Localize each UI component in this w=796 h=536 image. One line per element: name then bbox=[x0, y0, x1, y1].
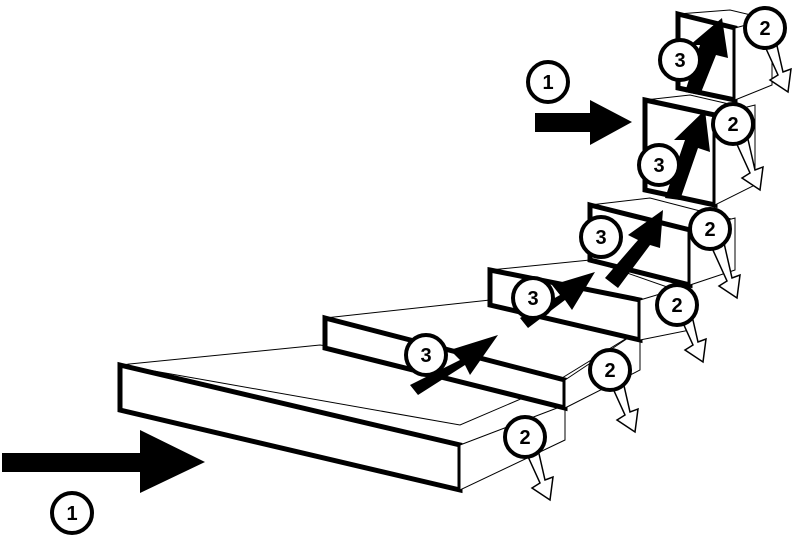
numbered-circle-icon: 1 bbox=[526, 60, 570, 104]
hollow-down-arrow-icon bbox=[733, 133, 764, 192]
label-3: 3 bbox=[674, 50, 685, 72]
numbered-circle-icon: 3 bbox=[404, 333, 448, 377]
numbered-circle-icon: 3 bbox=[511, 276, 555, 320]
label-3: 3 bbox=[420, 345, 431, 367]
numbered-circle-icon: 2 bbox=[711, 102, 755, 146]
numbered-circle-icon: 2 bbox=[503, 415, 547, 459]
numbered-circle-icon: 3 bbox=[658, 38, 702, 82]
right-arrow-icon bbox=[535, 100, 632, 145]
numbered-circle-icon: 3 bbox=[579, 215, 623, 259]
label-2: 2 bbox=[671, 295, 682, 317]
label-2: 2 bbox=[759, 18, 770, 40]
numbered-circle-icon: 3 bbox=[637, 143, 681, 187]
label-2: 2 bbox=[727, 114, 738, 136]
up-right-arrow-icon bbox=[605, 210, 663, 288]
label-1: 1 bbox=[542, 72, 553, 94]
label-2: 2 bbox=[604, 360, 615, 382]
numbered-circle-icon: 2 bbox=[655, 283, 699, 327]
up-right-arrow-icon bbox=[685, 18, 728, 95]
numbered-circle-icon: 2 bbox=[588, 348, 632, 392]
label-3: 3 bbox=[527, 288, 538, 310]
up-right-arrow-icon bbox=[410, 335, 498, 395]
numbered-circle-icon: 2 bbox=[743, 6, 787, 50]
numbered-circle-icon: 1 bbox=[50, 491, 94, 535]
label-1: 1 bbox=[66, 503, 77, 525]
hollow-down-arrow-icon bbox=[710, 241, 741, 300]
right-arrow-icon bbox=[2, 430, 205, 493]
label-2: 2 bbox=[704, 219, 715, 241]
label-3: 3 bbox=[595, 227, 606, 249]
numbered-circle-icon: 2 bbox=[688, 207, 732, 251]
label-3: 3 bbox=[653, 155, 664, 177]
label-2: 2 bbox=[519, 427, 530, 449]
